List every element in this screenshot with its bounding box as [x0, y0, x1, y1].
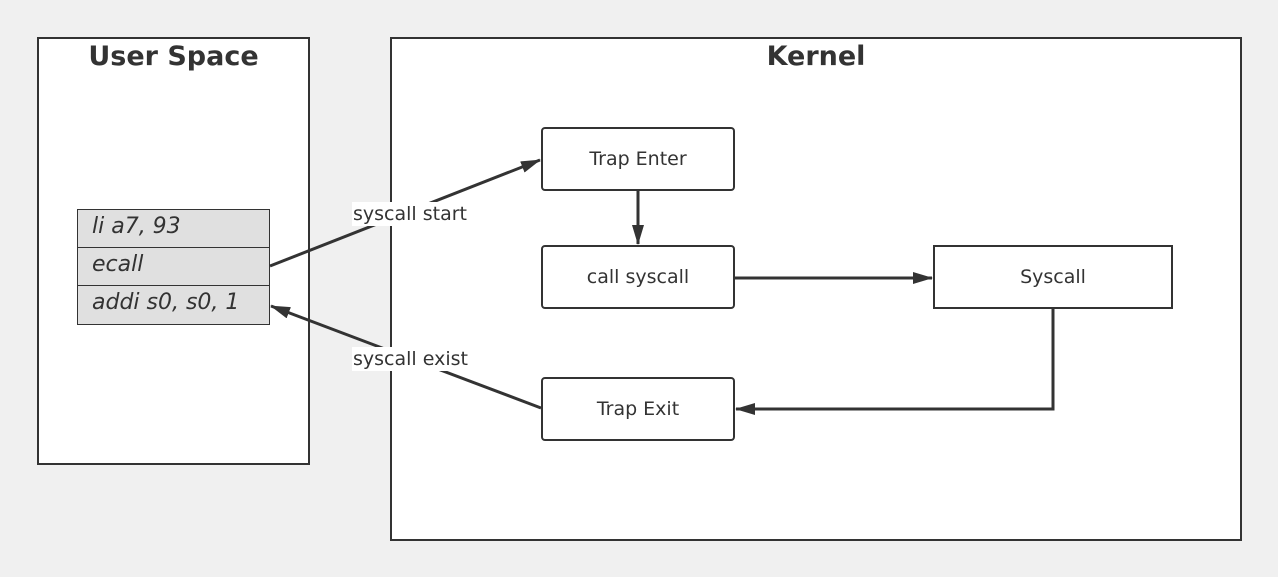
syscall-exist-label: syscall exist: [352, 347, 469, 371]
trap-exit-node: Trap Exit: [541, 377, 735, 441]
kernel-title: Kernel: [766, 41, 866, 72]
syscall-node: Syscall: [933, 245, 1173, 309]
instruction-li: li a7, 93: [78, 210, 269, 248]
instruction-list: li a7, 93 ecall addi s0, s0, 1: [77, 209, 270, 325]
instruction-addi: addi s0, s0, 1: [92, 290, 240, 315]
syscall-start-label: syscall start: [352, 202, 468, 226]
user-space-title: User Space: [88, 41, 259, 72]
call-syscall-node: call syscall: [541, 245, 735, 309]
instruction-ecall: ecall: [78, 248, 269, 286]
trap-enter-node: Trap Enter: [541, 127, 735, 191]
